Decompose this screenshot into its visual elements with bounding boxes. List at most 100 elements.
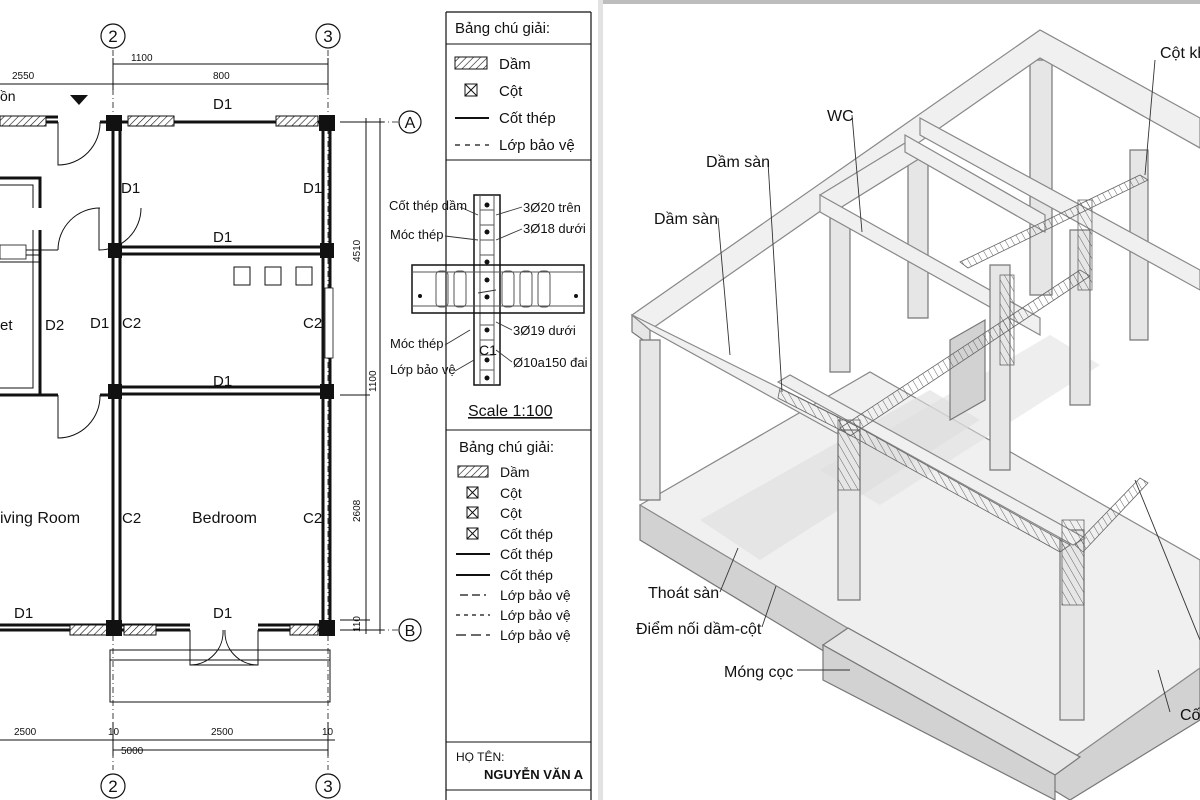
dim-right-top: 4510 bbox=[352, 239, 363, 262]
rebar-cage-beam bbox=[776, 174, 1149, 606]
column-label: D2 bbox=[45, 317, 64, 334]
dim-top-total: 1100 bbox=[131, 53, 153, 64]
axis-label: 3 bbox=[323, 27, 332, 46]
axis-bubble-3-top: 3 bbox=[315, 23, 341, 49]
legend-item-label: Lớp bảo vệ bbox=[500, 627, 571, 643]
beam-label: D1 bbox=[213, 229, 232, 246]
column-square bbox=[320, 243, 334, 258]
iso-column bbox=[907, 154, 929, 319]
title-block-name-value: NGUYỄN VĂN A bbox=[484, 767, 584, 782]
dim-right-bottom: 110 bbox=[352, 616, 363, 632]
dim-top-left: 2550 bbox=[12, 71, 35, 82]
legend-item-label: Dầm bbox=[499, 56, 531, 73]
right-dimensions: 4510 1100 2608 110 bbox=[340, 118, 384, 634]
detail-label-bottom-bars-1: 3Ø18 dưới bbox=[523, 221, 586, 236]
iso-beam bbox=[904, 133, 1046, 234]
pile-cap-side bbox=[822, 643, 1056, 800]
beam-hatch bbox=[0, 115, 47, 127]
detail-label-column: C1 bbox=[479, 342, 497, 358]
detail-label-beam-rebar: Cốt thép dầm bbox=[389, 198, 467, 213]
column-square bbox=[108, 384, 122, 399]
dim-bottom-right: 2500 bbox=[211, 727, 234, 738]
iso-label-joint: Điểm nối dầm-cột bbox=[636, 620, 762, 638]
iso-label-drain: Thoát sàn bbox=[648, 585, 719, 602]
column-label: C2 bbox=[122, 315, 141, 332]
beam-hatch bbox=[123, 624, 157, 636]
beam-hatch bbox=[127, 115, 175, 127]
top-frame bbox=[631, 29, 1200, 437]
beam-hatches bbox=[0, 115, 319, 636]
walls bbox=[0, 115, 333, 703]
iso-leaders bbox=[717, 59, 1200, 713]
beam-column-detail: Cốt thép dầm Móc thép Móc thép Lớp bảo v… bbox=[389, 194, 588, 420]
legend-item-label: Cốt thép bbox=[500, 567, 553, 583]
column-square bbox=[319, 620, 335, 636]
panel-divider bbox=[598, 0, 603, 800]
legend-title: Bảng chú giải: bbox=[459, 439, 554, 456]
iso-beam bbox=[631, 314, 841, 437]
iso-beam bbox=[919, 116, 1200, 291]
rebar-band bbox=[1077, 199, 1093, 291]
beam-label: D1 bbox=[14, 605, 33, 622]
beam-hatch bbox=[69, 624, 109, 636]
column-square bbox=[106, 620, 122, 636]
legend-item-label: Lớp bảo vệ bbox=[499, 137, 575, 154]
beam-label: D1 bbox=[303, 180, 322, 197]
axis-bubble-2-top: 2 bbox=[100, 23, 126, 49]
isometric-view: Cột kh WC Dầm sàn Dầm sàn Thoát sàn Điểm… bbox=[631, 29, 1200, 800]
iso-label-column-top: Cột kh bbox=[1160, 45, 1200, 62]
legend-panel: Bảng chú giải: Dầm Cột Cốt thép Lớp bảo … bbox=[389, 11, 592, 800]
beam-hatch bbox=[289, 624, 319, 636]
axis-bubble-2-bottom: 2 bbox=[100, 773, 126, 799]
axis-bubble-3-bottom: 3 bbox=[315, 773, 341, 799]
dim-bottom-gap2: 10 bbox=[322, 727, 334, 738]
floor-plan: 2 3 2 3 A B 1100 2550 8 bbox=[0, 23, 422, 799]
bottom-dimensions: 2500 10 2500 10 5000 bbox=[0, 722, 335, 757]
detail-label-stirrups: Ø10a150 đai bbox=[513, 355, 588, 370]
iso-label-pile-cap: Móng cọc bbox=[724, 664, 793, 681]
fixtures bbox=[0, 244, 334, 359]
beam-label: D1 bbox=[213, 96, 232, 113]
dim-right-lower: 2608 bbox=[352, 499, 363, 522]
detail-label-hook-top: Móc thép bbox=[390, 227, 443, 242]
iso-label-wc: WC bbox=[827, 108, 854, 125]
legend-hatch-symbol bbox=[457, 465, 489, 478]
beam-label: D1 bbox=[213, 605, 232, 622]
dim-right-mid: 1100 bbox=[368, 370, 379, 392]
iso-label-floor-beam-2: Dầm sàn bbox=[654, 211, 718, 228]
iso-column bbox=[1029, 59, 1053, 296]
legend-title: Bảng chú giải: bbox=[455, 20, 550, 37]
legend-item-label: Cốt thép bbox=[500, 526, 553, 542]
dim-bottom-total: 5000 bbox=[121, 746, 144, 757]
legend-box-x-icon bbox=[466, 506, 479, 519]
rebar-band bbox=[837, 419, 861, 491]
column-label: C2 bbox=[303, 510, 322, 527]
iso-column bbox=[829, 214, 851, 373]
plan-labels: D1 D1 D1 D1 D1 D1 D1 D1 C2 C2 C2 C2 D2 i… bbox=[0, 96, 322, 622]
partial-label: ồn bbox=[0, 88, 16, 104]
axis-label: 3 bbox=[323, 777, 332, 796]
axis-bubble-a: A bbox=[398, 110, 422, 134]
legend-hatch-symbol bbox=[454, 56, 488, 70]
top-bar bbox=[603, 0, 1200, 4]
axis-label: B bbox=[405, 623, 416, 640]
beam-hatch bbox=[275, 115, 319, 127]
column-label: C2 bbox=[303, 315, 322, 332]
legend-item-label: Cột bbox=[500, 485, 522, 501]
top-dimensions: 1100 2550 800 ồn bbox=[0, 53, 329, 105]
column-square bbox=[106, 115, 122, 131]
plan-columns bbox=[106, 115, 335, 636]
detail-label-cover: Lớp bảo vệ bbox=[390, 362, 456, 377]
room-toilet: et bbox=[0, 317, 13, 334]
iso-beam bbox=[819, 193, 1041, 337]
dim-bottom-gap1: 10 bbox=[108, 727, 120, 738]
column-label: C2 bbox=[122, 510, 141, 527]
axis-label: A bbox=[405, 115, 416, 132]
iso-label-floor-beam-1: Dầm sàn bbox=[706, 154, 770, 171]
legend-item-label: Cột bbox=[499, 83, 523, 100]
detail-label-bottom-bars-2: 3Ø19 dưới bbox=[513, 323, 576, 338]
column-square bbox=[319, 115, 335, 131]
beam-label: D1 bbox=[121, 180, 140, 197]
door-swings bbox=[0, 121, 259, 666]
